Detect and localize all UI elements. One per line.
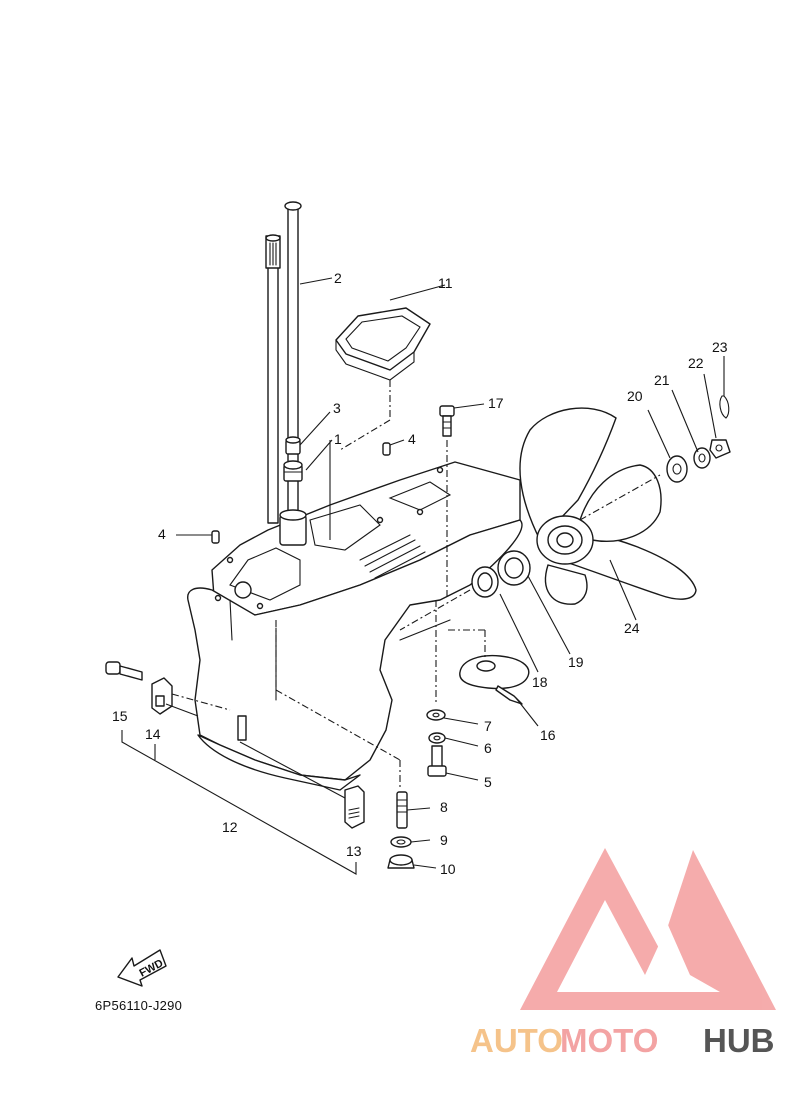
callout-4a: 4 [158, 526, 166, 542]
callout-11: 11 [438, 275, 453, 291]
callout-9: 9 [440, 832, 448, 848]
callout-20: 20 [627, 388, 643, 404]
watermark-text: AUTO MOTO HUB [470, 1022, 775, 1059]
cotter-pin-23 [719, 395, 730, 419]
fwd-arrow: FWD [117, 949, 167, 987]
plate-13 [344, 785, 365, 829]
plate-14 [151, 677, 173, 715]
dowel-pin-right [382, 442, 391, 456]
bolt-5 [427, 745, 447, 777]
washer-21 [693, 447, 711, 469]
trim-tab-anode [459, 654, 530, 705]
callout-15: 15 [112, 708, 128, 724]
callout-19: 19 [568, 654, 584, 670]
nut-22 [709, 439, 731, 459]
logo-triangle-inner [557, 900, 720, 992]
propeller [519, 407, 697, 605]
watermark-text-hub: HUB [703, 1022, 775, 1059]
gasket [335, 307, 431, 381]
bolt-15 [105, 661, 143, 681]
spacer-20 [666, 455, 688, 483]
callout-1: 1 [334, 431, 342, 447]
watermark-logo [520, 848, 776, 1010]
callout-8: 8 [440, 799, 448, 815]
assembly-lines [171, 380, 661, 790]
callout-17: 17 [488, 395, 504, 411]
watermark-text-auto: AUTO [470, 1022, 563, 1059]
lower-gear-case [187, 461, 523, 791]
bolt-17 [439, 405, 455, 437]
dowel-pin-left [211, 530, 220, 544]
watermark-text-moto: MOTO [560, 1022, 658, 1059]
callout-labels: 1 2 3 4 4 5 6 7 8 9 10 11 12 13 14 15 16… [112, 270, 728, 877]
callout-14: 14 [145, 726, 161, 742]
stud-8 [396, 791, 408, 829]
callout-6: 6 [484, 740, 492, 756]
callout-23: 23 [712, 339, 728, 355]
callout-21: 21 [654, 372, 670, 388]
callout-18: 18 [532, 674, 548, 690]
callout-7: 7 [484, 718, 492, 734]
callout-3: 3 [333, 400, 341, 416]
callout-16: 16 [540, 727, 556, 743]
callout-5: 5 [484, 774, 492, 790]
bush-seal [283, 436, 303, 482]
callout-12: 12 [222, 819, 238, 835]
washer-7 [426, 709, 446, 721]
part-code: 6P56110-J290 [95, 998, 182, 1013]
callout-4b: 4 [408, 431, 416, 447]
callout-13: 13 [346, 843, 362, 859]
callout-10: 10 [440, 861, 456, 877]
drive-shaft [265, 234, 281, 524]
nut-10 [387, 854, 415, 869]
callout-2: 2 [334, 270, 342, 286]
leader-lines [121, 277, 725, 875]
washer-6 [428, 732, 446, 744]
oil-seal-18 [471, 566, 499, 598]
callout-22: 22 [688, 355, 704, 371]
callout-24: 24 [624, 620, 640, 636]
oil-seal-19 [497, 550, 531, 586]
washer-9 [390, 836, 412, 848]
